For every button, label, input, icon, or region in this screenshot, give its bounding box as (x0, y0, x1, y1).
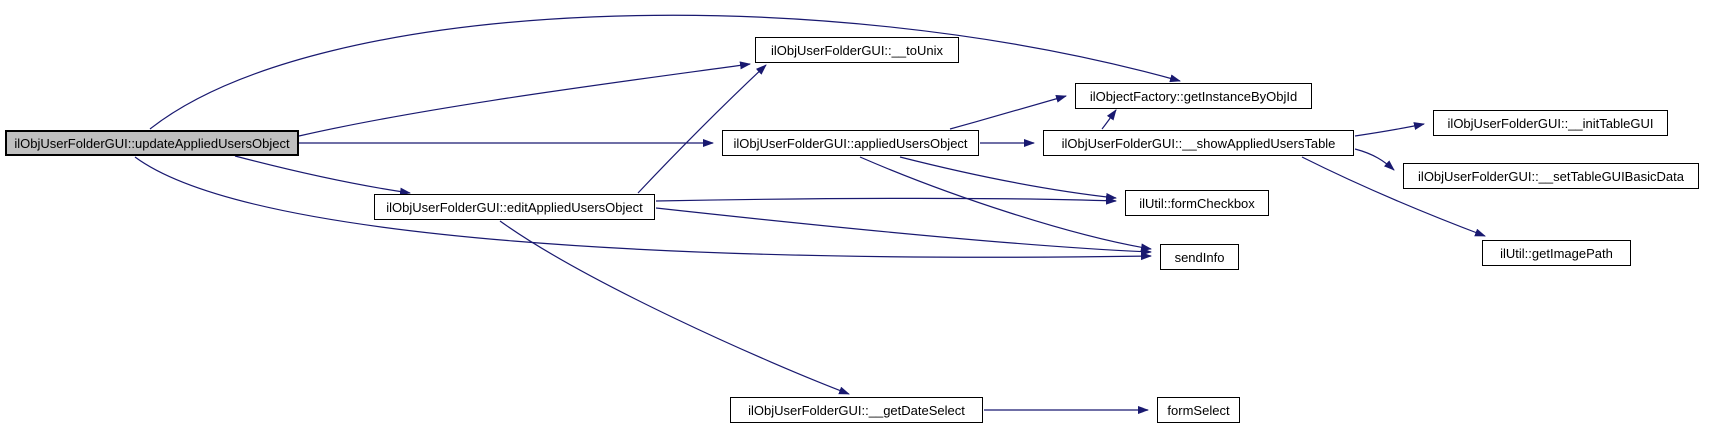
graph-node-sendinfo[interactable]: sendInfo (1160, 244, 1239, 270)
graph-node-formselect[interactable]: formSelect (1157, 397, 1240, 423)
edge-showtable-factory (1101, 109, 1117, 130)
edge-edit-tounix (637, 64, 767, 194)
edge-applied-factory (949, 94, 1067, 130)
graph-node-inittable[interactable]: ilObjUserFolderGUI::__initTableGUI (1433, 110, 1668, 136)
edge-applied-checkbox (899, 156, 1117, 201)
edge-applied-sendinfo (859, 156, 1152, 252)
graph-node-applied[interactable]: ilObjUserFolderGUI::appliedUsersObject (722, 130, 979, 156)
graph-node-checkbox[interactable]: ilUtil::formCheckbox (1125, 190, 1269, 216)
edge-update-tounix (298, 61, 751, 137)
edge-edit-sendinfo (655, 207, 1152, 256)
graph-node-basicdata[interactable]: ilObjUserFolderGUI::__setTableGUIBasicDa… (1403, 163, 1699, 189)
edge-showtable-imagepath (1301, 156, 1486, 237)
graph-node-factory[interactable]: ilObjectFactory::getInstanceByObjId (1075, 83, 1312, 109)
graph-node-showtable[interactable]: ilObjUserFolderGUI::__showAppliedUsersTa… (1043, 130, 1354, 156)
edge-update-sendinfo (134, 156, 1152, 261)
edge-showtable-inittable (1354, 122, 1425, 137)
graph-node-tounix[interactable]: ilObjUserFolderGUI::__toUnix (755, 37, 959, 63)
graph-node-edit[interactable]: ilObjUserFolderGUI::editAppliedUsersObje… (374, 194, 655, 220)
graph-node-imagepath[interactable]: ilUtil::getImagePath (1482, 240, 1631, 266)
edge-edit-dateselect (499, 220, 850, 395)
edge-edit-checkbox (655, 196, 1117, 205)
edge-update-factory (149, 14, 1181, 130)
graph-node-update[interactable]: ilObjUserFolderGUI::updateAppliedUsersOb… (5, 130, 299, 156)
graph-node-dateselect[interactable]: ilObjUserFolderGUI::__getDateSelect (730, 397, 983, 423)
edge-update-edit (234, 155, 411, 196)
edge-showtable-basicdata (1354, 148, 1395, 171)
